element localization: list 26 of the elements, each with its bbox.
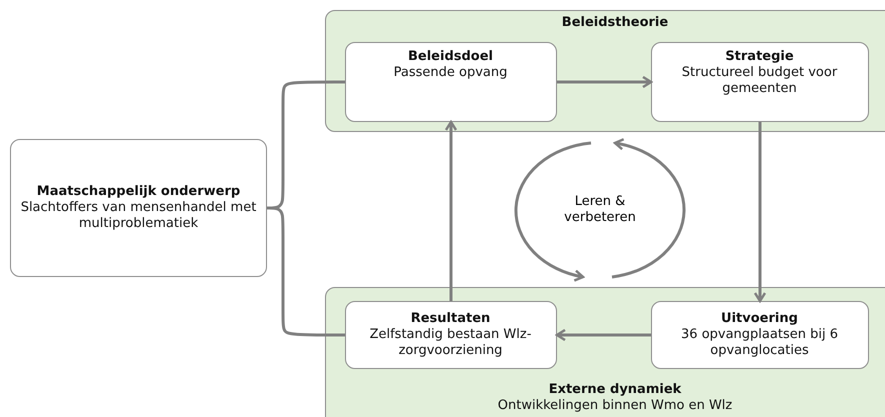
box-text: Passende opvang [394, 64, 508, 80]
panel-heading: Beleidstheorie [562, 15, 668, 31]
box-text: Slachtoffers van mensenhandel met multiproblematiek [20, 200, 258, 232]
panel-text: Ontwikkelingen binnen Wmo en Wlz [498, 398, 732, 414]
arrow [556, 328, 651, 342]
policy-theory-panel [325, 10, 885, 132]
box-heading: Resultaten [410, 310, 490, 326]
process-box [344, 42, 556, 122]
process-box [344, 300, 556, 368]
process-box [650, 300, 868, 368]
arrow [557, 76, 652, 88]
box-heading: Beleidsdoel [408, 48, 493, 64]
arrow [754, 122, 766, 302]
process-box [650, 42, 868, 122]
box-text: 36 opvangplaatsen bij 6 opvanglocaties [680, 326, 839, 358]
arrow [444, 120, 458, 301]
box-heading: Strategie [725, 48, 794, 64]
panel-heading: Externe dynamiek [548, 382, 682, 398]
cycle-label: Leren & verbeteren [563, 194, 637, 226]
bracket-connector [267, 206, 345, 336]
box-heading: Maatschappelijk onderwerp [36, 184, 240, 200]
box-text: Zelfstandig bestaan Wlz-zorgvoorziening [368, 326, 532, 358]
box-text: Structureel budget voor gemeenten [680, 64, 838, 96]
process-box [10, 139, 267, 277]
external-dynamics-panel [325, 287, 885, 417]
box-heading: Uitvoering [721, 310, 798, 326]
